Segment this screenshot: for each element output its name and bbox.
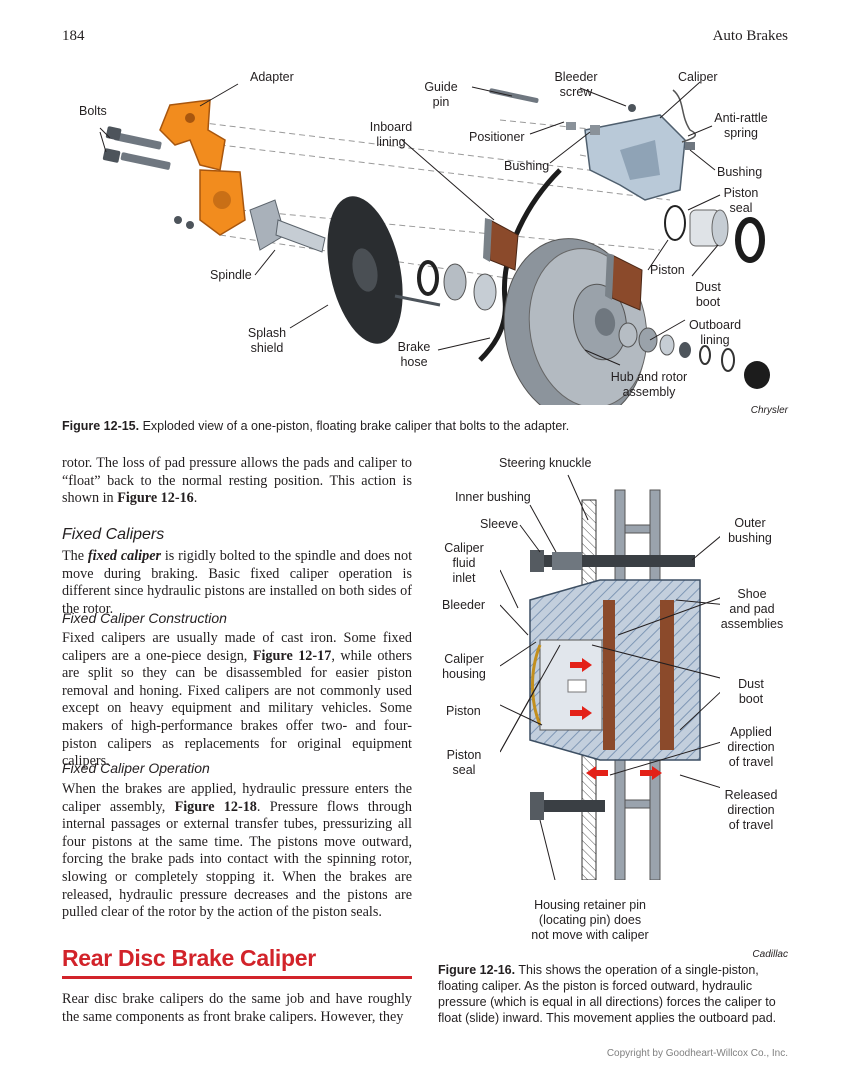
inboard-lining-part <box>483 218 519 271</box>
paragraph-float-back: rotor. The loss of pad pressure allows t… <box>62 455 412 507</box>
label-inner-bushing: Inner bushing <box>455 490 531 504</box>
figure-16-caption: Figure 12-16. This shows the operation o… <box>438 963 777 1025</box>
bolts-part <box>102 126 171 170</box>
splash-shield-part <box>327 196 403 344</box>
label-caliper: Caliper <box>678 70 718 84</box>
heading-rear-disc-brake-caliper: Rear Disc Brake Caliper <box>62 945 316 971</box>
running-head: Auto Brakes <box>712 28 788 44</box>
paragraph-operation: When the brakes are applied, hydraulic p… <box>62 781 412 921</box>
retainer-pin-bottom <box>530 792 605 820</box>
figure-16-credit: Cadillac <box>752 949 788 960</box>
label-bolts: Bolts <box>79 104 107 118</box>
leader-lines <box>99 81 721 366</box>
label-adapter: Adapter <box>250 70 294 84</box>
piston-parts <box>664 205 765 263</box>
heading-fixed-caliper-operation: Fixed Caliper Operation <box>62 760 210 776</box>
outboard-lining-part <box>605 253 643 311</box>
label-bushing-right: Bushing <box>717 165 763 179</box>
label-spindle: Spindle <box>210 268 252 282</box>
paragraph-fixed-caliper: The fixed caliper is rigidly bolted to t… <box>62 548 413 617</box>
hub-hardware-parts <box>618 322 770 389</box>
small-nuts <box>174 216 194 229</box>
exploded-caliper-illustration <box>99 81 770 405</box>
adapter-part <box>159 99 246 236</box>
label-positioner: Positioner <box>469 130 525 144</box>
figure-15-caption: Figure 12-15. Exploded view of a one-pis… <box>62 419 570 433</box>
guide-bolt-top <box>530 550 695 572</box>
heading-fixed-caliper-construction: Fixed Caliper Construction <box>62 610 227 626</box>
label-piston-16: Piston <box>446 704 481 718</box>
page-number: 184 <box>62 28 85 44</box>
spindle-part <box>249 199 326 253</box>
figure-15-credit: Chrysler <box>750 405 788 416</box>
inboard-pad-section <box>603 600 615 750</box>
paragraph-rear-calipers: Rear disc brake calipers do the same job… <box>62 991 412 1025</box>
section-rule <box>62 976 412 979</box>
fig16-leader-lines <box>500 474 720 880</box>
label-bleeder: Bleeder <box>442 598 486 612</box>
paragraph-construction: Fixed calipers are usually made of cast … <box>62 630 412 770</box>
label-piston: Piston <box>650 263 685 277</box>
direction-arrows <box>570 658 662 780</box>
outboard-pad-section <box>660 600 674 750</box>
label-sleeve: Sleeve <box>480 517 519 531</box>
caliper-part <box>489 88 697 201</box>
label-steering-knuckle: Steering knuckle <box>499 456 592 470</box>
heading-fixed-calipers: Fixed Calipers <box>62 526 165 543</box>
brake-hose-part <box>478 168 562 362</box>
copyright-notice: Copyright by Goodheart-Willcox Co., Inc. <box>606 1048 788 1059</box>
label-bushing-left: Bushing <box>504 159 550 173</box>
piston-section <box>531 639 603 731</box>
floating-caliper-cross-section <box>500 474 720 880</box>
bearings-parts <box>394 260 497 311</box>
